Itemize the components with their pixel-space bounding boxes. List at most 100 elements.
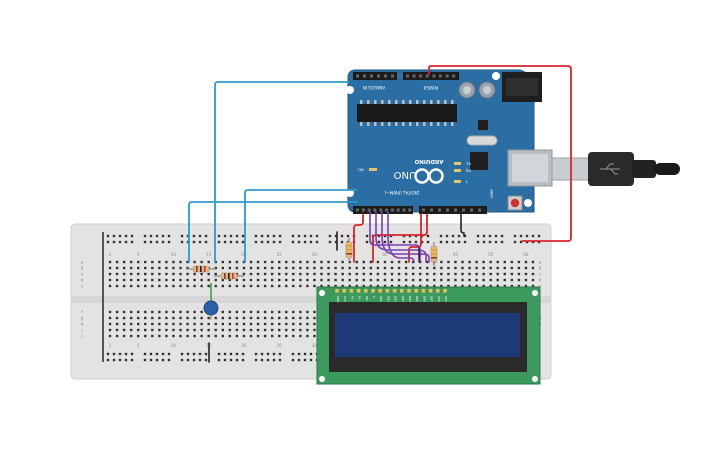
mounting-hole xyxy=(532,376,538,382)
lcd-pin-label: LED xyxy=(437,296,441,301)
resistor[interactable] xyxy=(345,238,353,262)
row-letter: f xyxy=(81,310,83,315)
column-number: 15 xyxy=(206,252,212,257)
lcd-pin-label: DB0 xyxy=(379,296,383,302)
column-number: 10 xyxy=(171,343,177,348)
ceramic-capacitor[interactable] xyxy=(203,283,219,320)
mounting-hole xyxy=(492,72,500,80)
column-number: 5 xyxy=(137,343,140,348)
row-letter: j xyxy=(80,334,82,339)
digital-header-high[interactable] xyxy=(353,206,413,214)
power-jack-inner xyxy=(506,78,538,96)
model-label: UNO xyxy=(394,169,417,180)
column-number: 25 xyxy=(277,343,283,348)
row-letter: c xyxy=(81,272,83,277)
lcd-pin[interactable] xyxy=(407,289,411,293)
lcd-pin[interactable] xyxy=(400,289,404,293)
usb-icon xyxy=(600,163,620,175)
lcd-pin-label: GND xyxy=(336,296,340,302)
usb-port-inner xyxy=(512,154,548,182)
lcd-pin[interactable] xyxy=(443,289,447,293)
regulator xyxy=(478,120,488,130)
lcd-pin-label: DB1 xyxy=(386,296,390,302)
lcd-pin[interactable] xyxy=(356,289,361,293)
resistor[interactable] xyxy=(214,272,244,280)
capacitor-top xyxy=(483,86,491,94)
column-number: 1 xyxy=(109,343,112,348)
digital-header-low[interactable] xyxy=(419,206,487,214)
usb-cable-end xyxy=(654,163,680,175)
lcd-pin[interactable] xyxy=(385,289,390,293)
column-number: 25 xyxy=(277,252,283,257)
column-number: 1 xyxy=(109,252,112,257)
lcd-pin[interactable] xyxy=(428,289,433,293)
lcd-pin-label: RW xyxy=(365,296,369,301)
row-letter: a xyxy=(539,260,542,265)
l-led xyxy=(454,180,461,183)
usb-plug-strain xyxy=(632,160,656,178)
wire-blue[interactable] xyxy=(188,201,358,263)
lcd-pin[interactable] xyxy=(335,289,339,293)
brand-label: ARDUINO xyxy=(414,158,443,164)
resistor[interactable] xyxy=(430,242,438,266)
row-letter: e xyxy=(539,284,542,289)
lcd-pin[interactable] xyxy=(364,289,368,293)
digital-label: DIGITAL (PWM~) xyxy=(384,190,419,195)
analog-header[interactable] xyxy=(353,72,397,80)
lcd-pin[interactable] xyxy=(378,289,382,293)
lcd-pin[interactable] xyxy=(392,289,397,293)
crystal-oscillator xyxy=(466,135,498,146)
column-number: 60 xyxy=(523,252,529,257)
column-number: 10 xyxy=(171,252,177,257)
usb-plug-metal xyxy=(551,157,593,181)
rx-label: RX xyxy=(466,168,472,173)
arduino-uno-board[interactable]: UNO ARDUINO DIGITAL (PWM~) ANALOG IN POW… xyxy=(346,69,553,214)
l-label: L xyxy=(466,179,469,184)
wire-black-gnd[interactable] xyxy=(460,213,465,237)
column-number: 40 xyxy=(382,252,388,257)
header-pins xyxy=(356,74,456,78)
wire-blue-analog[interactable] xyxy=(214,81,350,263)
mounting-hole xyxy=(532,290,538,296)
row-letter: e xyxy=(81,284,84,289)
wire-red[interactable] xyxy=(372,213,428,263)
lcd-pin-label: E xyxy=(372,296,376,298)
analog-label: ANALOG IN xyxy=(363,85,385,90)
header-pins xyxy=(356,208,481,212)
lcd-pin[interactable] xyxy=(349,289,354,293)
row-letter: h xyxy=(81,322,84,327)
lcd-pin-label: VCC xyxy=(343,296,347,302)
wires[interactable] xyxy=(188,65,572,363)
tx-label: TX xyxy=(465,161,471,166)
power-label: POWER xyxy=(423,85,438,90)
row-letter: b xyxy=(81,266,84,271)
capacitor-top xyxy=(463,86,471,94)
wire-red-5v[interactable] xyxy=(428,65,572,242)
lcd-pin[interactable] xyxy=(342,289,346,293)
on-label: ON xyxy=(358,167,364,172)
wire-red[interactable] xyxy=(408,213,422,263)
lcd-pin[interactable] xyxy=(421,289,426,293)
lcd-pin[interactable] xyxy=(436,289,440,293)
lcd-pin[interactable] xyxy=(371,289,375,293)
resistor[interactable] xyxy=(186,265,216,273)
lcd-pin[interactable] xyxy=(414,289,418,293)
usb-cable[interactable] xyxy=(551,152,680,186)
arduino-logo-icon xyxy=(414,168,444,184)
wire-purple[interactable] xyxy=(381,211,430,263)
wire-purple[interactable] xyxy=(387,211,415,263)
power-header[interactable] xyxy=(403,72,459,80)
wire-red[interactable] xyxy=(353,213,364,263)
usb-chip xyxy=(470,152,488,170)
reset-button-cap xyxy=(510,198,520,208)
on-led xyxy=(369,168,377,171)
aref-label: AREF xyxy=(490,189,494,198)
row-letter: d xyxy=(81,278,84,283)
wire-blue[interactable] xyxy=(244,189,358,263)
lcd-pin-label: DB4 xyxy=(408,296,412,302)
row-letter: g xyxy=(81,316,84,321)
wire-purple[interactable] xyxy=(369,211,421,263)
